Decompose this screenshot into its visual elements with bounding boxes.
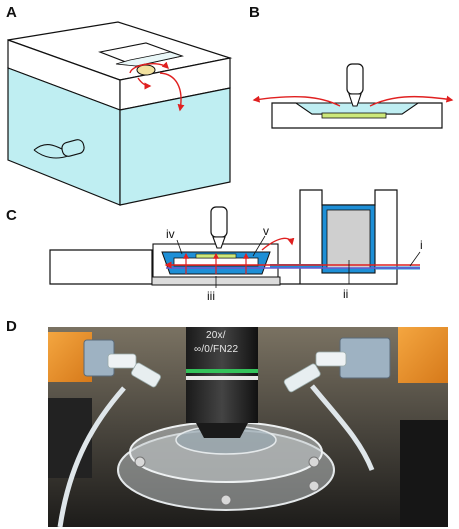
objective-spec: ∞/0/FN22 [194, 344, 239, 355]
label-v: v [263, 224, 269, 238]
screw-3 [220, 494, 232, 506]
objective-lens-c [210, 206, 228, 249]
panel-label-b: B [249, 4, 260, 21]
panel-d-photo [48, 327, 448, 528]
objective-lens-b [346, 63, 364, 107]
label-iv: iv [166, 227, 175, 241]
label-iii: iii [207, 289, 215, 303]
screw-2 [308, 456, 320, 468]
panel-label-c: C [6, 207, 17, 224]
tube-left [57, 386, 126, 528]
screw-4 [308, 480, 320, 492]
leader-v [252, 235, 266, 257]
sample-dish [136, 64, 156, 76]
tank-right-fluid [119, 87, 231, 206]
flow-arrow-circular [129, 61, 169, 74]
right-mount [400, 420, 448, 527]
reservoir-filter [326, 209, 371, 269]
leader-i [409, 251, 421, 267]
flow-arrow-out [159, 72, 185, 112]
flow-arrow-down [137, 77, 152, 90]
flow-arrow-right [369, 95, 454, 107]
left-pump-motor [48, 332, 161, 388]
panel-label-d: D [6, 318, 17, 335]
leader-iv [176, 239, 183, 255]
right-pump-motor [283, 327, 448, 393]
panel-c-system-diagram [49, 189, 421, 288]
flow-arrow-outflow [261, 237, 295, 251]
objective-magnification: 20x/ [206, 330, 226, 341]
tube-right [310, 384, 375, 471]
tank-recess-floor [115, 51, 184, 67]
panel-label-a: A [6, 4, 17, 21]
submerged-pump [33, 139, 85, 159]
label-i: i [420, 238, 423, 252]
panel-a-tank-diagram [7, 21, 233, 206]
microscope-objective [186, 327, 258, 438]
sample-slide [321, 112, 387, 119]
left-mount [48, 398, 92, 478]
panel-b-cross-section [252, 63, 454, 129]
label-ii: ii [343, 287, 349, 301]
screw-1 [134, 456, 146, 468]
flow-arrow-left [252, 95, 341, 107]
